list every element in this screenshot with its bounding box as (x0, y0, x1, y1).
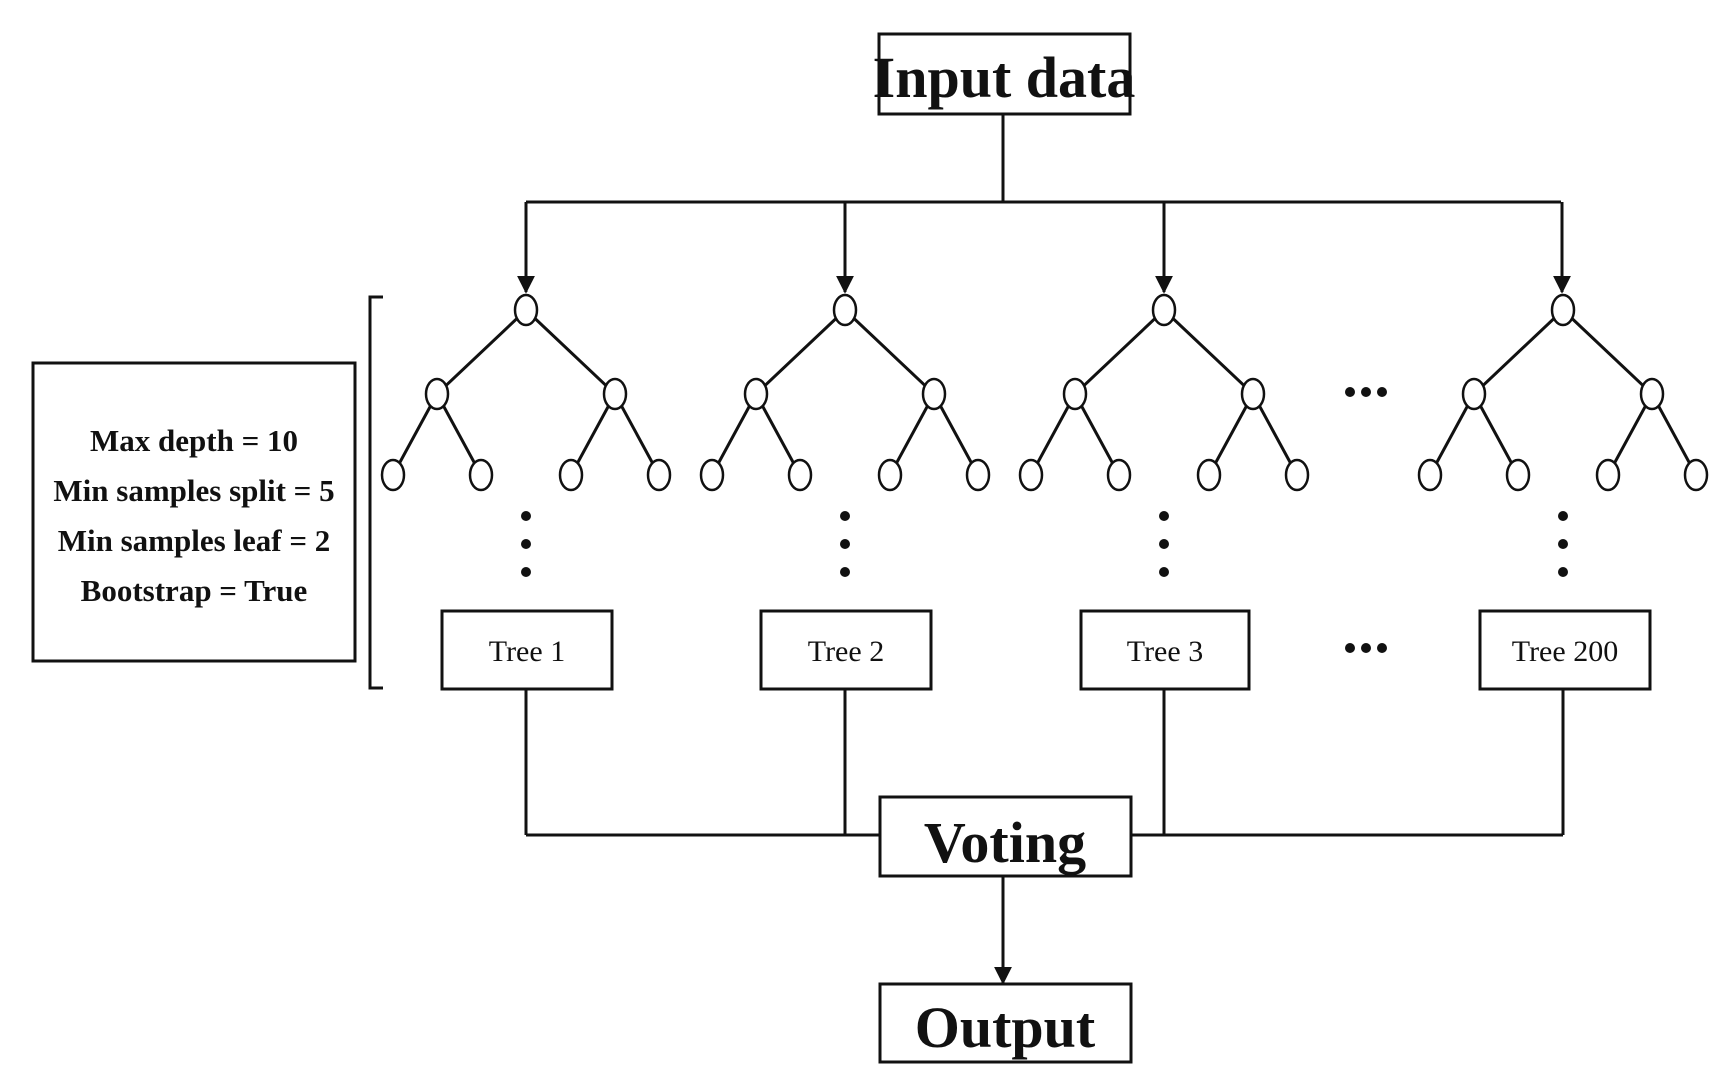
horizontal-dot (1361, 387, 1371, 397)
vertical-dot (1159, 539, 1169, 549)
tree-edge (1472, 393, 1520, 476)
voting-box: Voting (878, 795, 1133, 878)
vertical-dot (840, 539, 850, 549)
horizontal-dot (1345, 643, 1355, 653)
tree-node (424, 377, 450, 411)
output-label: Output (915, 995, 1096, 1060)
tree-edge (932, 393, 980, 476)
tree-edge (613, 393, 661, 476)
connectors (368, 114, 1571, 985)
tree-node (602, 377, 628, 411)
vertical-dot (840, 567, 850, 577)
tree-node (743, 377, 769, 411)
vertical-dot (521, 567, 531, 577)
tree-edge (1251, 393, 1299, 476)
horizontal-dot (1377, 387, 1387, 397)
parameter-max-depth: Max depth = 10 (90, 423, 298, 458)
tree-node (787, 458, 813, 492)
tree-node (965, 458, 991, 492)
tree-node (1284, 458, 1310, 492)
voting-label: Voting (924, 810, 1086, 875)
horizontal-dot (1377, 643, 1387, 653)
vertical-dot (521, 511, 531, 521)
vertical-dot (521, 539, 531, 549)
tree-edge (1073, 308, 1166, 396)
tree-node (1683, 458, 1709, 492)
tree-node (1595, 458, 1621, 492)
vertical-dot (1159, 567, 1169, 577)
tree-node (1505, 458, 1531, 492)
tree-node (921, 377, 947, 411)
tree-3-label: Tree 3 (1127, 635, 1203, 668)
horizontal-dot (1345, 387, 1355, 397)
tree-node (699, 458, 725, 492)
tree-node (832, 293, 858, 327)
tree-200-label: Tree 200 (1512, 635, 1618, 668)
tree-edge (1606, 393, 1654, 476)
tree-200-box: Tree 200 (1478, 609, 1652, 691)
tree-edge (1207, 393, 1255, 476)
tree-edge (524, 308, 617, 396)
bracket (368, 295, 383, 690)
tree-edge (1650, 393, 1698, 476)
tree-edge (1162, 308, 1255, 396)
tree-edge (754, 308, 847, 396)
vertical-dot (1159, 511, 1169, 521)
tree-node (558, 458, 584, 492)
tree-node (1417, 458, 1443, 492)
parameter-min-samples-leaf: Min samples leaf = 2 (58, 523, 331, 558)
tree-edge (569, 393, 617, 476)
parameter-bootstrap: Bootstrap = True (81, 573, 308, 608)
tree-edge (435, 308, 528, 396)
tree-edge (391, 393, 439, 476)
vertical-dot (1558, 539, 1568, 549)
vertical-dot (1558, 511, 1568, 521)
tree-node (1151, 293, 1177, 327)
vertical-dot (1558, 567, 1568, 577)
vertical-dot (840, 511, 850, 521)
tree-2-box: Tree 2 (759, 609, 933, 691)
horizontal-dot (1361, 643, 1371, 653)
tree-edge (435, 393, 483, 476)
tree-node (513, 293, 539, 327)
tree-3-box: Tree 3 (1079, 609, 1251, 691)
tree-node (1639, 377, 1665, 411)
parameters-box: Max depth = 10 Min samples split = 5 Min… (31, 361, 357, 663)
tree-node (1062, 377, 1088, 411)
tree-edge (843, 308, 936, 396)
tree-graphics (380, 293, 1709, 492)
parameter-min-samples-split: Min samples split = 5 (53, 473, 334, 508)
tree-1-box: Tree 1 (440, 609, 614, 691)
tree-1-label: Tree 1 (489, 635, 565, 668)
tree-node (646, 458, 672, 492)
input-data-label: Input data (873, 45, 1136, 110)
tree-node (1461, 377, 1487, 411)
tree-node (1240, 377, 1266, 411)
tree-node (468, 458, 494, 492)
tree-node (877, 458, 903, 492)
tree-node (1550, 293, 1576, 327)
tree-edge (1073, 393, 1121, 476)
tree-node (1018, 458, 1044, 492)
ellipsis-dots (521, 387, 1568, 653)
tree-edge (1029, 393, 1077, 476)
tree-2-label: Tree 2 (808, 635, 884, 668)
tree-node (1106, 458, 1132, 492)
output-box: Output (878, 982, 1133, 1064)
tree-edge (1472, 308, 1565, 396)
tree-edge (754, 393, 802, 476)
tree-edge (1428, 393, 1476, 476)
input-data-box: Input data (873, 32, 1136, 116)
tree-edge (710, 393, 758, 476)
tree-edge (888, 393, 936, 476)
tree-edge (1561, 308, 1654, 396)
tree-node (1196, 458, 1222, 492)
tree-node (380, 458, 406, 492)
